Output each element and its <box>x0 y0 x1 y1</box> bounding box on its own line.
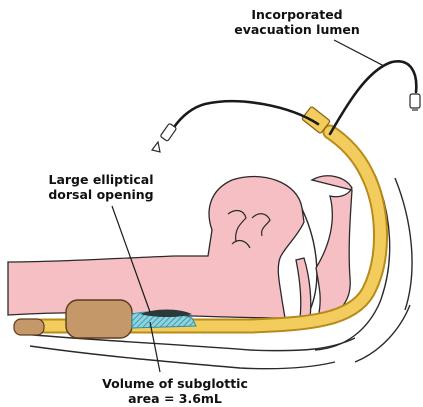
label-evacuation-line-1: Incorporated <box>217 7 377 22</box>
label-volume-line-2: area = 3.6mL <box>90 391 260 406</box>
label-dorsal-line-1: Large elliptical <box>26 172 176 187</box>
label-dorsal-line-2: dorsal opening <box>26 187 176 202</box>
right-connector <box>410 94 420 110</box>
label-dorsal-opening: Large elliptical dorsal opening <box>26 172 176 202</box>
label-subglottic-volume: Volume of subglottic area = 3.6mL <box>90 376 260 406</box>
label-volume-line-1: Volume of subglottic <box>90 376 260 391</box>
label-evacuation-lumen: Incorporated evacuation lumen <box>217 7 377 37</box>
tube-cuff <box>66 300 132 338</box>
tube-tip <box>14 319 44 335</box>
evacuation-line <box>172 61 416 134</box>
suction-connector <box>152 123 177 152</box>
label-evacuation-line-2: evacuation lumen <box>217 22 377 37</box>
